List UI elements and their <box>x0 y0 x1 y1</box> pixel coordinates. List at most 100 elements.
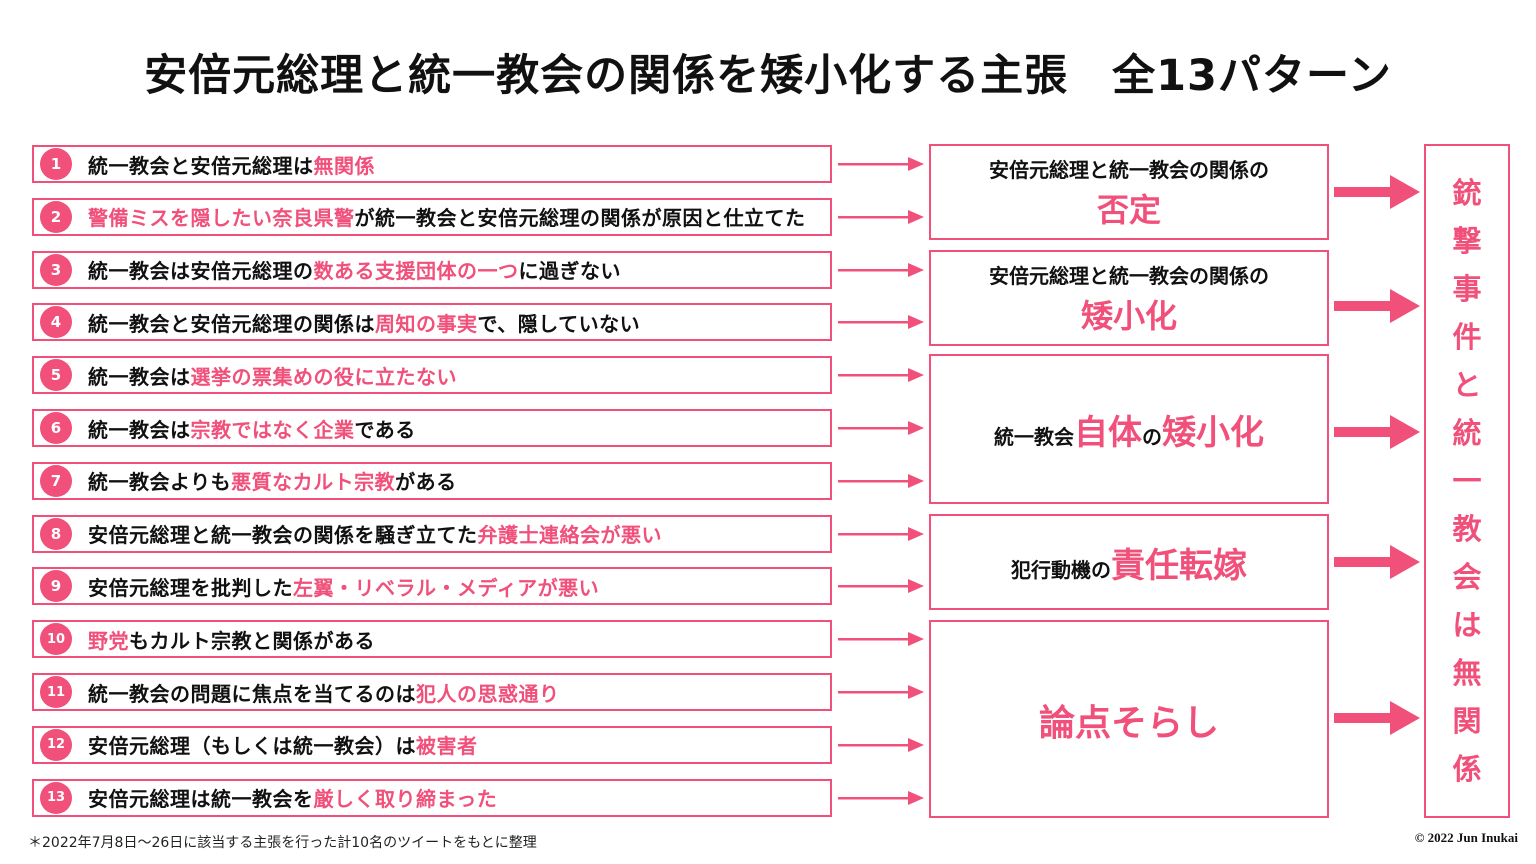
arrow-right-icon <box>838 685 924 699</box>
arrow-right-icon <box>838 421 924 435</box>
category-deflection-main: 論点そらし <box>1038 703 1219 744</box>
claim-highlight: 選挙の票集めの役に立たない <box>190 364 457 389</box>
category-denial: 安倍元総理と統一教会の関係の 否定 <box>929 144 1329 240</box>
conclusion-char: 事 <box>1452 272 1482 306</box>
arrow-right-icon <box>838 737 924 752</box>
conclusion-char: 銃 <box>1452 176 1482 210</box>
conclusion-char: 関 <box>1452 704 1482 738</box>
claim-number-badge: 8 <box>40 517 72 550</box>
arrow-right-icon <box>838 632 924 647</box>
category-blame-shift-line: 犯行動機の 責任転嫁 <box>1011 538 1247 587</box>
claim-segment: 安倍元総理は統一教会を <box>88 787 314 812</box>
claim-segment: 安倍元総理（もしくは統一教会）は <box>88 734 416 759</box>
claim-row: 1 統一教会と安倍元総理は無関係 <box>32 145 832 183</box>
conclusion-char: 一 <box>1452 464 1482 498</box>
claim-number-badge: 6 <box>40 412 72 444</box>
claim-segment: 統一教会の問題に焦点を当てるのは <box>88 681 416 706</box>
arrow-right-icon <box>838 526 924 541</box>
claim-segment: がある <box>395 470 457 495</box>
claim-text: 統一教会と安倍元総理は無関係 <box>88 150 375 179</box>
claim-segment: 安倍元総理と統一教会の関係を騒ぎ立てた <box>88 523 478 548</box>
claim-number-badge: 1 <box>40 148 72 180</box>
page-title: 安倍元総理と統一教会の関係を矮小化する主張 全13パターン <box>144 51 1392 101</box>
conclusion-char: と <box>1452 368 1482 402</box>
claim-segment: である <box>354 417 416 442</box>
claim-text: 統一教会と安倍元総理の関係は周知の事実で、隠していない <box>88 308 640 337</box>
claim-segment: 安倍元総理を批判した <box>88 575 293 600</box>
arrow-right-icon <box>838 262 924 277</box>
arrow-right-icon <box>1334 175 1420 209</box>
category-text: 統一教会 <box>994 424 1074 449</box>
category-blame-shift: 犯行動機の 責任転嫁 <box>929 514 1329 610</box>
claim-highlight: 野党 <box>88 628 129 653</box>
claim-highlight: 被害者 <box>416 734 478 759</box>
conclusion-text: 銃撃事件と統一教会は無関係 <box>1452 169 1481 793</box>
claim-number-badge: 9 <box>40 570 72 603</box>
claim-row: 2 警備ミスを隠したい奈良県警が統一教会と安倍元総理の関係が原因と仕立てた <box>32 197 832 236</box>
category-text: 犯行動機の <box>1011 557 1111 582</box>
claim-segment: に過ぎない <box>518 259 621 284</box>
claim-number-badge: 4 <box>40 306 72 339</box>
category-text: の <box>1142 424 1162 449</box>
claim-row: 10 野党もカルト宗教と関係がある <box>32 620 832 659</box>
claim-highlight: 弁護士連絡会が悪い <box>477 523 662 548</box>
arrow-right-icon <box>838 315 924 330</box>
arrow-right-icon <box>838 473 924 488</box>
category-text-highlight: 矮小化 <box>1162 412 1264 453</box>
claim-row: 11 統一教会の問題に焦点を当てるのは犯人の思惑通り <box>32 673 832 711</box>
claim-segment: 統一教会よりも <box>88 470 232 495</box>
category-minimize-relation-main: 矮小化 <box>1080 296 1177 335</box>
claim-number-badge: 13 <box>40 781 72 814</box>
arrow-right-icon <box>838 579 924 594</box>
claim-number-badge: 2 <box>40 200 72 233</box>
claim-highlight: 数ある支援団体の一つ <box>313 259 519 284</box>
arrow-right-icon <box>838 790 924 805</box>
claim-number-badge: 3 <box>40 253 72 286</box>
category-denial-sub: 安倍元総理と統一教会の関係の <box>989 157 1269 182</box>
category-minimize-relation: 安倍元総理と統一教会の関係の 矮小化 <box>929 250 1329 346</box>
arrow-right-icon <box>838 368 924 383</box>
claim-text: 警備ミスを隠したい奈良県警が統一教会と安倍元総理の関係が原因と仕立てた <box>88 202 806 231</box>
claim-text: 安倍元総理を批判した左翼・リベラル・メディアが悪い <box>88 572 599 601</box>
conclusion-char: 無 <box>1452 656 1482 690</box>
claim-highlight: 厳しく取り締まった <box>313 787 498 812</box>
claim-number-badge: 10 <box>40 623 72 656</box>
claim-number-badge: 11 <box>40 676 72 708</box>
claim-segment: が統一教会と安倍元総理の関係が原因と仕立てた <box>354 206 806 231</box>
claim-highlight: 宗教ではなく企業 <box>190 417 355 442</box>
claim-text: 安倍元総理と統一教会の関係を騒ぎ立てた弁護士連絡会が悪い <box>88 519 662 548</box>
conclusion-char: 撃 <box>1452 224 1482 258</box>
claim-segment: で、隠していない <box>477 311 641 336</box>
arrow-right-icon <box>838 209 924 224</box>
category-text-highlight: 自体 <box>1074 412 1142 453</box>
claim-highlight: 周知の事実 <box>375 311 478 336</box>
claim-row: 4 統一教会と安倍元総理の関係は周知の事実で、隠していない <box>32 303 832 342</box>
claim-highlight: 悪質なカルト宗教 <box>231 470 396 495</box>
conclusion-box: 銃撃事件と統一教会は無関係 <box>1424 144 1510 818</box>
claim-highlight: 無関係 <box>313 153 375 178</box>
claim-row: 8 安倍元総理と統一教会の関係を騒ぎ立てた弁護士連絡会が悪い <box>32 514 832 553</box>
category-minimize-church: 統一教会 自体 の 矮小化 <box>929 354 1329 504</box>
arrow-right-icon <box>838 157 924 171</box>
conclusion-char: 会 <box>1452 560 1482 594</box>
claim-text: 安倍元総理（もしくは統一教会）は被害者 <box>88 730 478 759</box>
arrow-right-icon <box>1334 415 1420 449</box>
arrow-right-icon <box>1334 701 1420 735</box>
claim-segment: 統一教会は <box>88 364 191 389</box>
arrow-right-icon <box>1334 289 1420 323</box>
claim-text: 安倍元総理は統一教会を厳しく取り締まった <box>88 783 497 812</box>
claim-highlight: 警備ミスを隠したい奈良県警 <box>88 206 355 231</box>
claim-text: 統一教会は選挙の票集めの役に立たない <box>88 361 457 390</box>
copyright: © 2022 Jun Inukai <box>1414 830 1518 845</box>
claim-highlight: 犯人の思惑通り <box>416 681 560 706</box>
claim-text: 統一教会よりも悪質なカルト宗教がある <box>88 466 457 495</box>
conclusion-char: 係 <box>1452 752 1482 786</box>
claim-row: 13 安倍元総理は統一教会を厳しく取り締まった <box>32 778 832 817</box>
claim-text: 野党もカルト宗教と関係がある <box>88 625 375 654</box>
claim-text: 統一教会は安倍元総理の数ある支援団体の一つに過ぎない <box>88 255 621 284</box>
claim-row: 9 安倍元総理を批判した左翼・リベラル・メディアが悪い <box>32 567 832 606</box>
footnote: ＊2022年7月8日〜26日に該当する主張を行った計10名のツイートをもとに整理 <box>28 835 537 851</box>
